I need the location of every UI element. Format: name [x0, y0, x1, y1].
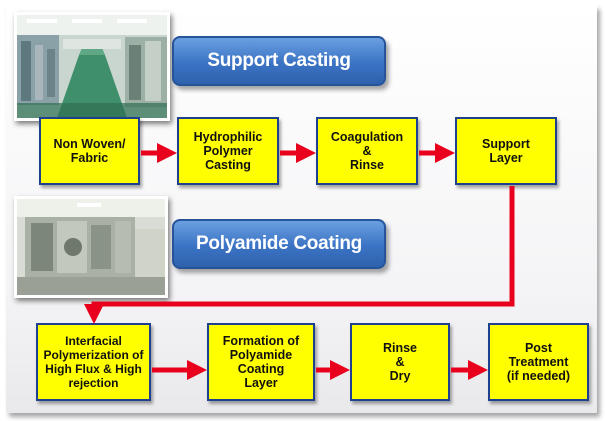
step-hydrophilic-polymer-casting: Hydrophilic Polymer Casting: [177, 117, 279, 185]
polyamide-coating-photo: [14, 196, 168, 298]
step-post-treatment: Post Treatment (if needed): [488, 323, 589, 401]
step-formation-polyamide-layer: Formation of Polyamide Coating Layer: [207, 323, 315, 401]
step-support-layer: Support Layer: [455, 117, 557, 185]
step-rinse-dry: Rinse & Dry: [350, 323, 450, 401]
polyamide-coating-banner: Polyamide Coating: [172, 219, 386, 269]
step-interfacial-polymerization: Interfacial Polymerization of High Flux …: [36, 323, 151, 401]
support-casting-banner: Support Casting: [172, 36, 386, 86]
step-coagulation-rinse: Coagulation & Rinse: [316, 117, 418, 185]
support-casting-photo: [14, 12, 170, 121]
step-non-woven-fabric: Non Woven/ Fabric: [39, 117, 140, 185]
arrow-support-to-interfacial: [84, 186, 515, 324]
